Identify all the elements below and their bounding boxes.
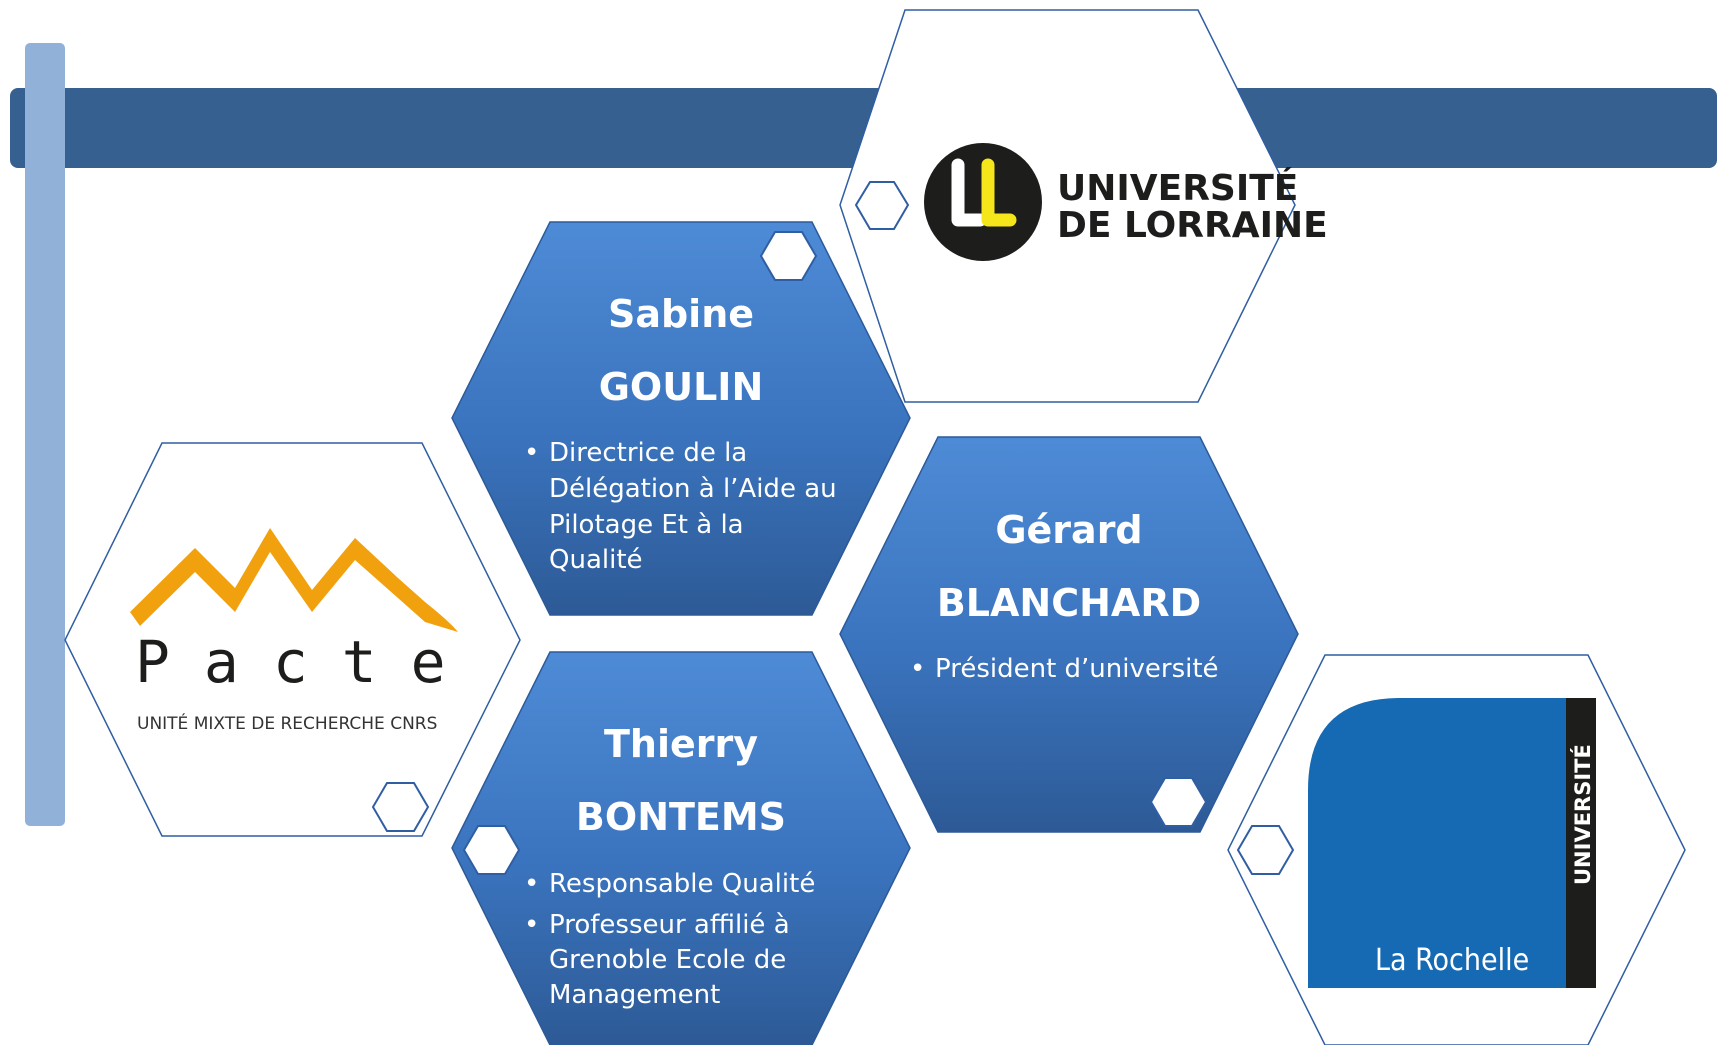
rochelle-city-label: La Rochelle	[1375, 943, 1529, 978]
pacte-word: Pacte	[135, 628, 480, 696]
lorraine-logo-line1: UNIVERSITÉ	[1057, 167, 1298, 209]
person-hexagon-sabine: Sabine GOULIN • Directrice de la Délégat…	[451, 221, 911, 616]
person-detail-line: Président d’université	[935, 654, 1219, 684]
pacte-logo-hexagon: Pacte UNITÉ MIXTE DE RECHERCHE CNRS	[64, 442, 521, 837]
person-hexagon-gerard: Gérard BLANCHARD • Président d’universit…	[839, 436, 1299, 833]
person-detail-line: Responsable Qualité	[549, 869, 815, 899]
person-last-name: GOULIN	[599, 365, 764, 409]
small-hexagon-icon	[371, 782, 430, 832]
person-detail-line: Directrice de la	[549, 438, 747, 468]
small-hexagon-icon	[759, 231, 818, 281]
bullet-dot: •	[524, 910, 539, 940]
person-first-name: Gérard	[995, 508, 1142, 552]
person-hexagon-thierry: Thierry BONTEMS • Responsable Qualité • …	[451, 651, 911, 1045]
person-detail-line: Pilotage Et à la	[549, 510, 744, 540]
person-first-name: Thierry	[604, 722, 758, 766]
person-detail-line: Délégation à l’Aide au	[549, 474, 837, 504]
pacte-subtitle: UNITÉ MIXTE DE RECHERCHE CNRS	[137, 712, 437, 734]
small-hexagon-icon	[462, 825, 521, 875]
person-detail-line: Management	[549, 980, 720, 1010]
small-hexagon-icon	[1149, 777, 1208, 827]
bullet-dot: •	[910, 654, 925, 684]
person-detail-line: Grenoble Ecole de	[549, 945, 786, 975]
bullet-dot: •	[524, 869, 539, 899]
person-detail-line: Qualité	[549, 545, 643, 575]
person-first-name: Sabine	[608, 292, 754, 336]
person-detail-line: Professeur affilié à	[549, 910, 790, 940]
bullet-dot: •	[524, 438, 539, 468]
rochelle-logo-hexagon: UNIVERSITÉ La Rochelle	[1227, 654, 1686, 1045]
small-hexagon-icon	[1236, 825, 1295, 875]
rochelle-logo-block	[1308, 698, 1596, 988]
header-bar	[10, 88, 1717, 168]
lorraine-logo-hexagon: UNIVERSITÉ DE LORRAINE	[839, 9, 1328, 403]
person-last-name: BLANCHARD	[937, 581, 1201, 625]
side-bar	[25, 43, 65, 826]
person-last-name: BONTEMS	[576, 795, 786, 839]
small-hexagon-icon	[854, 181, 910, 230]
rochelle-vertical-label: UNIVERSITÉ	[1570, 744, 1595, 885]
lorraine-logo-line2: DE LORRAINE	[1057, 205, 1328, 246]
pacte-mountains-icon	[130, 528, 458, 632]
